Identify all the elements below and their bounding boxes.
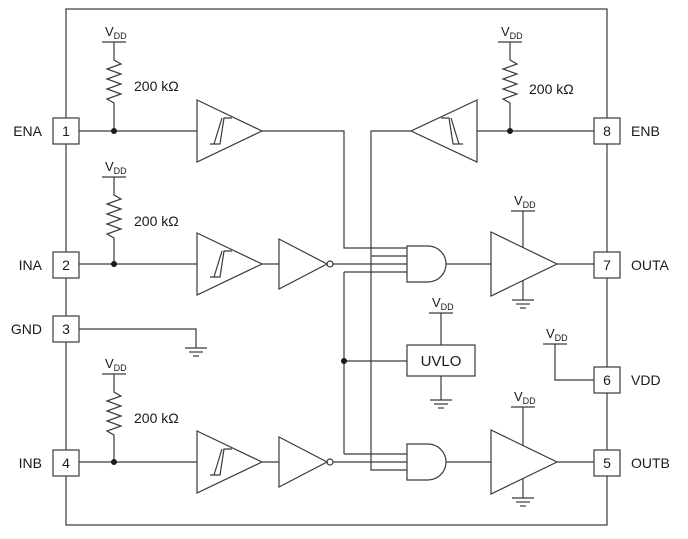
svg-text:5: 5	[603, 455, 611, 471]
vdd-supply-label	[101, 23, 128, 43]
svg-text:INB: INB	[19, 455, 42, 471]
svg-text:OUTB: OUTB	[631, 455, 670, 471]
svg-text:ENA: ENA	[13, 123, 42, 139]
svg-text:4: 4	[62, 455, 70, 471]
ground-icon	[511, 299, 535, 309]
pin-5-outb: 5 OUTB	[593, 449, 670, 477]
svg-text:GND: GND	[11, 321, 42, 337]
svg-text:UVLO: UVLO	[421, 353, 462, 370]
pullup-resistor	[501, 42, 519, 131]
ground-icon	[511, 497, 535, 507]
output-driver	[490, 429, 559, 495]
inverter	[278, 238, 329, 290]
enb-input-stage: 200 kΩ	[370, 23, 594, 471]
svg-text:7: 7	[603, 257, 611, 273]
schmitt-buffer	[196, 232, 264, 296]
and-gate	[406, 443, 447, 481]
vdd-supply-label	[428, 294, 455, 314]
svg-text:8: 8	[603, 123, 611, 139]
pullup-resistor	[105, 42, 123, 131]
ground-icon	[429, 399, 453, 409]
output-b-stage	[406, 388, 594, 507]
pin-7-outa: 7 OUTA	[593, 251, 670, 279]
vdd-supply-label	[101, 158, 128, 178]
resistor-value-label: 200 kΩ	[134, 213, 179, 229]
svg-text:1: 1	[62, 123, 70, 139]
resistor-value-label: 200 kΩ	[134, 78, 179, 94]
vdd-supply-label	[510, 192, 537, 212]
resistor-value-label: 200 kΩ	[134, 410, 179, 426]
hysteresis-icon	[441, 117, 463, 145]
ground-connection	[79, 328, 208, 357]
uvlo-block: UVLO	[341, 271, 476, 455]
svg-text:OUTA: OUTA	[631, 257, 670, 273]
pin-3-gnd: GND 3	[11, 315, 80, 343]
pin-8-enb: 8 ENB	[593, 117, 660, 145]
resistor-value-label: 200 kΩ	[529, 81, 574, 97]
svg-text:INA: INA	[19, 257, 43, 273]
pullup-resistor	[105, 177, 123, 264]
inverter	[278, 436, 329, 488]
schmitt-buffer	[196, 99, 264, 163]
svg-text:2: 2	[62, 257, 70, 273]
svg-text:3: 3	[62, 321, 70, 337]
output-driver	[490, 231, 559, 297]
pin-1-ena: ENA 1	[13, 117, 80, 145]
pin-2-ina: INA 2	[19, 251, 80, 279]
schmitt-buffer	[409, 99, 478, 163]
vdd-supply-label	[101, 355, 128, 375]
hysteresis-icon	[210, 117, 232, 145]
svg-text:6: 6	[603, 372, 611, 388]
svg-text:ENB: ENB	[631, 123, 660, 139]
hysteresis-icon	[210, 250, 232, 278]
pin-6-vdd: 6 VDD	[593, 366, 661, 394]
output-a-stage	[406, 192, 594, 309]
inb-input-stage: 200 kΩ	[79, 355, 407, 494]
ina-input-stage: 200 kΩ	[79, 158, 407, 296]
vdd-pin-connection	[542, 325, 594, 381]
vdd-supply-label	[542, 325, 569, 345]
pin-4-inb: INB 4	[19, 449, 80, 477]
ena-input-stage: 200 kΩ	[79, 23, 407, 249]
svg-text:VDD: VDD	[631, 372, 661, 388]
pullup-resistor	[105, 374, 123, 462]
vdd-supply-label	[510, 388, 537, 408]
schmitt-buffer	[196, 430, 264, 494]
vdd-supply-label	[497, 23, 524, 43]
and-gate	[406, 245, 447, 283]
hysteresis-icon	[210, 448, 232, 476]
ground-icon	[184, 347, 208, 357]
